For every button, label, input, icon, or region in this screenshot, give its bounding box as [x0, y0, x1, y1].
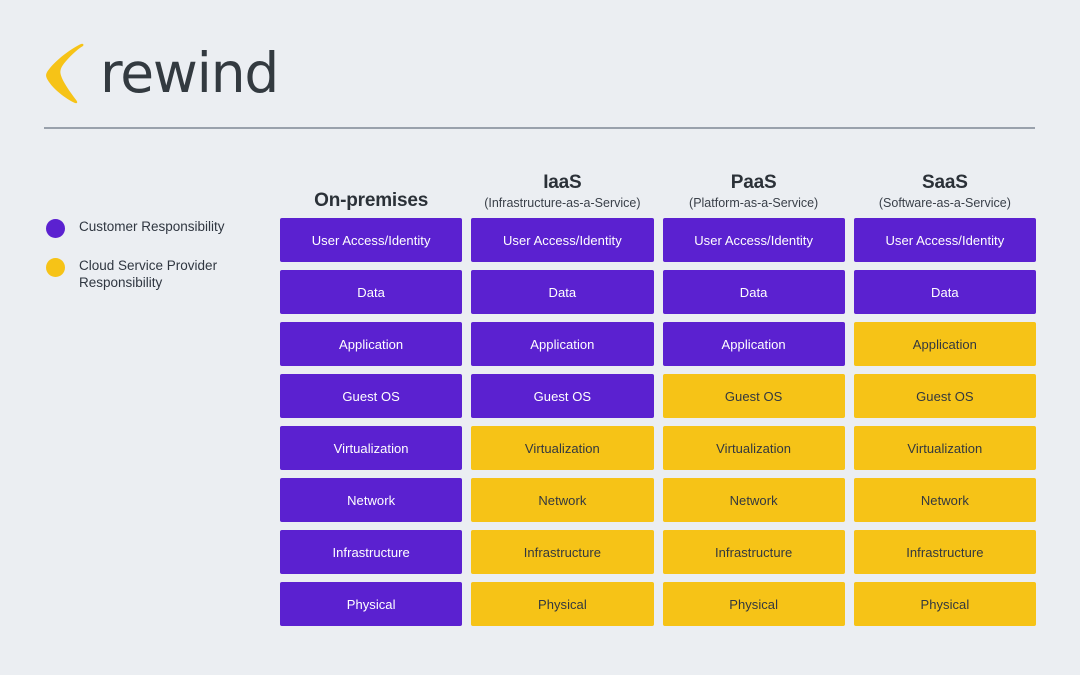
- matrix-cell: Infrastructure: [280, 530, 463, 574]
- column-header-paas: PaaS (Platform-as-a-Service): [663, 160, 845, 218]
- brand-logo: rewind: [44, 36, 1036, 110]
- matrix-cell: Application: [471, 322, 654, 366]
- matrix-cell: Guest OS: [280, 374, 463, 418]
- matrix-cell: Infrastructure: [471, 530, 654, 574]
- column-title: IaaS: [543, 172, 582, 193]
- column-subtitle: (Infrastructure-as-a-Service): [484, 196, 641, 210]
- column-header-iaas: IaaS (Infrastructure-as-a-Service): [471, 160, 653, 218]
- matrix-cell: Virtualization: [280, 426, 463, 470]
- matrix-cell: Network: [280, 478, 463, 522]
- matrix-cell: Infrastructure: [853, 530, 1036, 574]
- column-header-on-premises: On-premises: [280, 160, 462, 218]
- matrix-cell: Network: [471, 478, 654, 522]
- matrix-cell: Guest OS: [853, 374, 1036, 418]
- matrix-cell: Application: [853, 322, 1036, 366]
- column-subtitle: (Platform-as-a-Service): [689, 196, 819, 210]
- matrix-cell: Guest OS: [662, 374, 845, 418]
- matrix-cell: Virtualization: [471, 426, 654, 470]
- matrix-cell: User Access/Identity: [280, 218, 463, 262]
- column-subtitle: (Software-as-a-Service): [878, 196, 1011, 210]
- matrix-cell: Guest OS: [471, 374, 654, 418]
- matrix-cell: Application: [280, 322, 463, 366]
- matrix-cell: User Access/Identity: [471, 218, 654, 262]
- matrix-cell: Physical: [662, 582, 845, 626]
- rewind-chevron-logo-icon: [44, 42, 86, 104]
- legend-item-provider: Cloud Service Provider Responsibility: [46, 257, 261, 291]
- matrix-cell: Data: [853, 270, 1036, 314]
- column-title: On-premises: [314, 190, 429, 211]
- matrix-cell: Network: [662, 478, 845, 522]
- legend: Customer Responsibility Cloud Service Pr…: [46, 218, 261, 310]
- matrix-cell: Physical: [853, 582, 1036, 626]
- responsibility-matrix: On-premises IaaS (Infrastructure-as-a-Se…: [280, 160, 1036, 626]
- matrix-cell: User Access/Identity: [662, 218, 845, 262]
- column-header-saas: SaaS (Software-as-a-Service): [854, 160, 1036, 218]
- matrix-cell: Virtualization: [662, 426, 845, 470]
- matrix-cell: Physical: [280, 582, 463, 626]
- matrix-cell: Physical: [471, 582, 654, 626]
- matrix-cell: Data: [471, 270, 654, 314]
- matrix-cell: Infrastructure: [662, 530, 845, 574]
- header-divider: [44, 127, 1035, 129]
- column-title: PaaS: [730, 172, 777, 193]
- legend-item-customer: Customer Responsibility: [46, 218, 261, 238]
- legend-label-customer: Customer Responsibility: [79, 219, 225, 234]
- matrix-cell: Virtualization: [853, 426, 1036, 470]
- legend-swatch-customer-icon: [46, 219, 65, 238]
- brand-wordmark: rewind: [100, 40, 279, 105]
- matrix-cell: Data: [280, 270, 463, 314]
- legend-swatch-provider-icon: [46, 258, 65, 277]
- column-title: SaaS: [922, 172, 968, 193]
- legend-label-provider: Cloud Service Provider Responsibility: [79, 258, 218, 290]
- page-header: rewind: [44, 36, 1036, 128]
- matrix-cell: Network: [853, 478, 1036, 522]
- matrix-cell: Data: [662, 270, 845, 314]
- matrix-cell: User Access/Identity: [853, 218, 1036, 262]
- matrix-cell: Application: [662, 322, 845, 366]
